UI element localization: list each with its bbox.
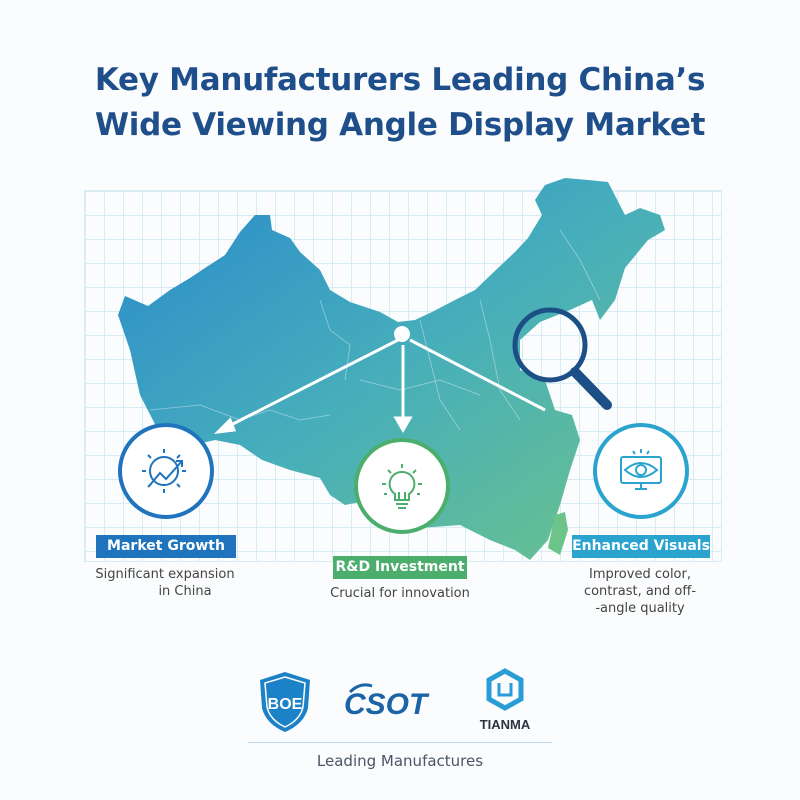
gear-growth-chart-icon: [142, 449, 186, 493]
china-mainland-shape: [118, 178, 665, 560]
svg-text:TIANMA: TIANMA: [480, 717, 531, 732]
svg-text:BOE: BOE: [268, 696, 303, 713]
enhanced-visuals-icon-circle: [593, 423, 689, 519]
province-borders: [149, 229, 601, 431]
market-growth-label: Market Growth: [96, 535, 236, 558]
enhanced-visuals-label: Enhanced Visuals: [572, 535, 710, 558]
rd-investment-icon-circle: [354, 438, 450, 534]
footer-divider: [248, 742, 552, 743]
origin-node: [394, 326, 410, 342]
taiwan-shape: [548, 512, 568, 555]
enhanced-visuals-description: Improved color, contrast, and off- -angl…: [583, 567, 697, 616]
footer-caption: Leading Manufactures: [316, 752, 484, 770]
title-line-1: Key Manufacturers Leading China’s: [94, 62, 706, 98]
csot-logo: CSOT: [344, 683, 430, 720]
tianma-logo: TIANMA: [480, 668, 531, 732]
page-title: Key Manufacturers Leading China’s Wide V…: [0, 58, 800, 148]
lightbulb-icon: [382, 464, 422, 509]
market-growth-description: Significant expansion in China: [95, 567, 235, 599]
svg-text:CSOT: CSOT: [344, 688, 430, 720]
title-line-2: Wide Viewing Angle Display Market: [94, 107, 706, 143]
rd-investment-description: Crucial for innovation: [330, 586, 470, 601]
market-growth-icon-circle: [118, 423, 214, 519]
magnifying-glass-icon: [512, 307, 612, 410]
connector-arrows: [213, 338, 546, 435]
boe-logo: BOE: [260, 672, 310, 732]
manufacturer-logos: BOE CSOT TIANMA: [0, 665, 800, 735]
rd-investment-label: R&D Investment: [333, 556, 467, 579]
eye-monitor-icon: [620, 449, 662, 490]
